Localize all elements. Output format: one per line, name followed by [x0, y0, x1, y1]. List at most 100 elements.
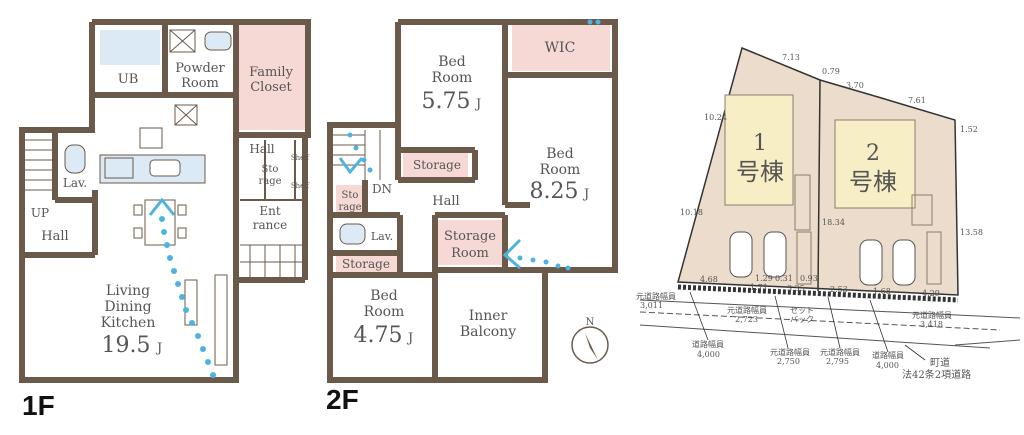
sink-icon	[149, 159, 181, 177]
dim-093: 0.93	[800, 274, 818, 283]
room-storage-2: rage	[258, 176, 281, 187]
lot2-name: 号棟	[849, 168, 897, 196]
sofa	[184, 279, 198, 326]
lot2-number: 2	[866, 141, 880, 166]
bathtub	[100, 30, 160, 65]
room-bed2-1: Bed	[546, 146, 574, 162]
room-family-2: Closet	[250, 80, 292, 95]
room-ldk-1: Living	[106, 283, 150, 299]
washbasin-icon	[204, 31, 232, 51]
note-9a: 町道	[930, 356, 950, 369]
note-7b: 2,795	[826, 357, 849, 366]
dim-335: 3.35	[787, 284, 805, 293]
room-storage-c: Storage	[342, 257, 390, 271]
room-lav-2f: Lav.	[371, 230, 393, 243]
family-closet-area	[237, 25, 305, 130]
dim-1024: 10.24	[704, 113, 727, 122]
room-family-1: Family	[249, 65, 294, 80]
dim-1834: 18.34	[822, 218, 845, 227]
room-ldk-3: Kitchen	[101, 315, 156, 331]
setback-line	[677, 284, 959, 303]
room-ldk-size: 19.5	[102, 333, 151, 358]
dim-253: 2.53	[830, 285, 848, 294]
room-bed3-unit: J	[406, 331, 413, 346]
room-bed1-2: Room	[432, 70, 473, 86]
room-storage-b1: Storage	[444, 229, 496, 244]
room-bed2-2: Room	[540, 162, 581, 178]
note-1b: 3,011	[640, 301, 663, 310]
note-2a: 元道路幅員	[727, 305, 767, 315]
dim-713: 7.13	[782, 53, 800, 62]
room-wic: WIC	[545, 40, 576, 56]
floor-tag-1f: 1F	[22, 390, 55, 421]
lot-divider	[817, 79, 821, 292]
room-storage-b2: Room	[451, 246, 489, 261]
note-6a: 元道路幅員	[770, 347, 810, 357]
lot1-number: 1	[753, 131, 767, 156]
note-5a: 道路幅員	[692, 339, 724, 349]
compass-icon	[571, 326, 609, 364]
room-entrance-2: rance	[253, 218, 287, 232]
note-6b: 2,750	[777, 357, 800, 366]
note-7a: 元道路幅員	[820, 347, 860, 357]
toilet-icon-2f	[339, 223, 366, 245]
note-3b: バック	[790, 315, 814, 324]
dim-761: 7.61	[908, 96, 926, 105]
lot1-name: 号棟	[736, 158, 784, 186]
note-2b: 2,723	[735, 315, 758, 324]
note-5b: 4,000	[697, 350, 720, 359]
room-balcony-1: Inner	[469, 308, 508, 324]
floor-tag-2f: 2F	[326, 384, 359, 415]
room-lav-1f: Lav.	[63, 176, 87, 190]
floor2-plan: Bed Room 5.75 J WIC Storage Bed Room 8.2…	[327, 19, 618, 383]
stairs-down: DN	[372, 182, 392, 196]
room-ldk-2: Dining	[104, 299, 151, 315]
dim-1018: 10.18	[680, 208, 703, 217]
dim-429: 4.29	[922, 289, 940, 298]
stairs-up: UP	[31, 206, 49, 220]
site-plan: 1 号棟 2 号棟 7.13 0.79 3.70 7.61 1.52 10.24…	[636, 46, 1021, 381]
flow-path-1f	[159, 216, 216, 378]
compass-north: N	[586, 317, 595, 328]
room-hall-1f: Hall	[41, 229, 68, 244]
dim-152: 1.52	[960, 125, 978, 134]
room-bed1-1: Bed	[438, 54, 466, 70]
note-8a: 道路幅員	[872, 350, 904, 360]
room-bed2-size: 8.25	[530, 179, 579, 204]
dim-171: 1.71	[750, 283, 768, 292]
car-icon	[892, 239, 916, 286]
room-bed1-unit: J	[474, 97, 481, 112]
room-sto2f-1: Sto	[342, 190, 359, 201]
dim-1358: 13.58	[960, 228, 983, 237]
dim-370: 3.70	[846, 81, 864, 90]
note-8b: 4,000	[876, 361, 899, 370]
note-9b: 法42条2項道路	[902, 368, 971, 381]
room-ldk-unit: J	[155, 341, 162, 356]
room-powder-2: Room	[181, 76, 219, 91]
dim-031: 0.31	[775, 274, 793, 283]
car-icon	[729, 231, 753, 278]
dining-table	[144, 199, 176, 246]
room-hall-small: Hall	[249, 142, 274, 156]
toilet-icon	[64, 144, 86, 174]
room-bed3-2: Room	[364, 304, 405, 320]
dim-168: 1.68	[873, 287, 891, 296]
room-bed3-1: Bed	[370, 288, 398, 304]
building-2	[834, 119, 916, 209]
dim-468: 4.68	[700, 275, 718, 284]
room-storage-1: Sto	[262, 164, 279, 175]
room-bed2-unit: J	[582, 187, 589, 202]
room-bed3-size: 4.75	[354, 323, 403, 348]
note-4b: 3,418	[920, 320, 943, 329]
building-1	[724, 94, 794, 206]
room-hall-2f: Hall	[432, 194, 459, 209]
car-icon	[859, 239, 883, 286]
room-ub: UB	[118, 72, 139, 87]
room-shelf-1: Shelf	[291, 154, 311, 162]
room-storage-a: Storage	[413, 158, 461, 172]
room-entrance-1: Ent	[259, 204, 280, 218]
note-1a: 元道路幅員	[636, 291, 676, 301]
dim-079: 0.79	[822, 67, 840, 76]
stove-icon	[104, 157, 134, 179]
